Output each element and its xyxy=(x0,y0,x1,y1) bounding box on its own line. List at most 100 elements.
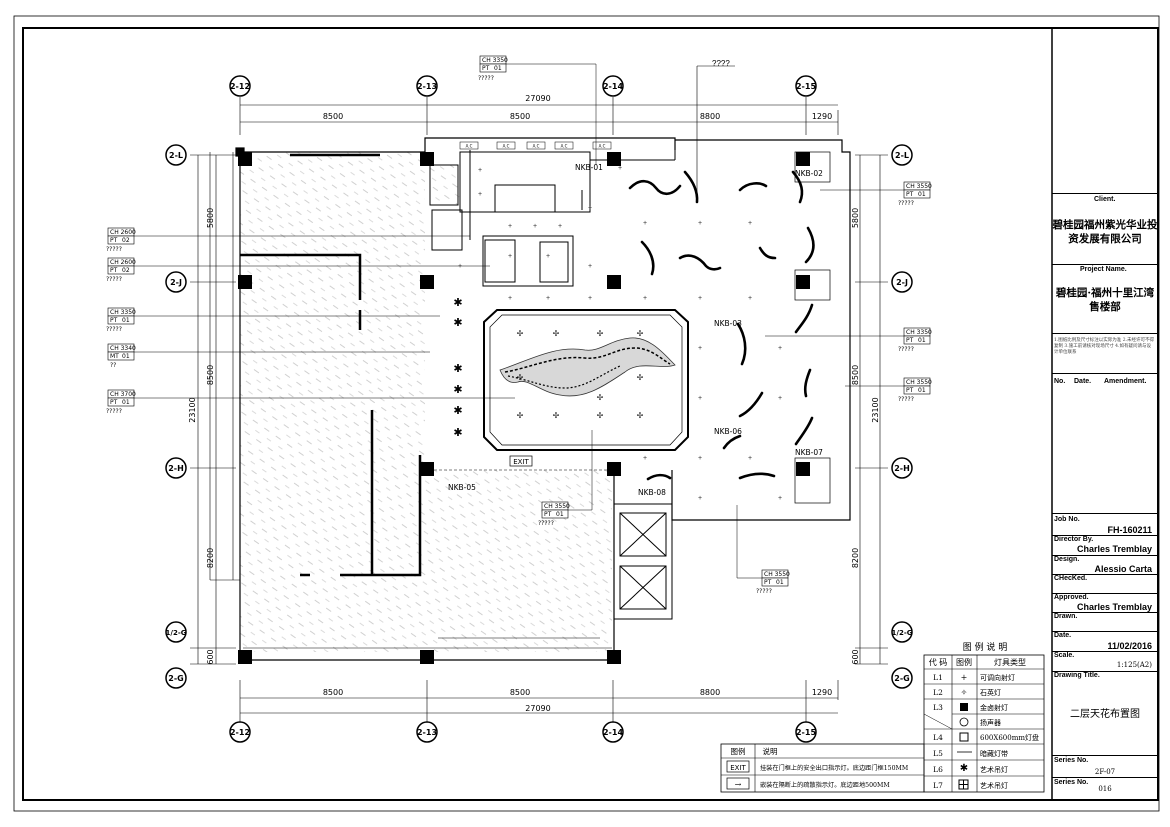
svg-text:CH 3350: CH 3350 xyxy=(110,309,136,316)
client-name: 碧桂园福州紫光华业投资发展有限公司 xyxy=(1052,219,1158,245)
fixture-nkb-03: NKB-03 xyxy=(714,319,742,328)
svg-text:+: + xyxy=(618,165,622,172)
fixture-nkb-08: NKB-08 xyxy=(638,488,666,497)
dimension-labels: 27090 8500 8500 8800 1290 8500 8500 8800… xyxy=(323,94,832,713)
svg-text:L3: L3 xyxy=(933,703,943,712)
svg-text:A.C: A.C xyxy=(533,144,540,149)
svg-text:石英灯: 石英灯 xyxy=(980,688,1001,697)
svg-text:01: 01 xyxy=(918,337,926,344)
svg-text:图例: 图例 xyxy=(956,657,972,667)
svg-text:+: + xyxy=(546,295,550,302)
series-number: 2F-07 xyxy=(1094,768,1116,776)
exit-legend: 图例 说明 EXIT 挂装在门框上的安全出口指示灯。底边距门框150MM → 嵌… xyxy=(720,743,925,793)
svg-text:代 码: 代 码 xyxy=(929,657,948,667)
svg-text:+: + xyxy=(698,345,702,352)
svg-text:CH 3350: CH 3350 xyxy=(906,329,932,336)
grid-lines-bottom xyxy=(239,680,839,722)
svg-text:✱: ✱ xyxy=(453,363,462,375)
svg-text:+: + xyxy=(698,395,702,402)
spotlights: +++ ++ ++ ++ +++ +++ +++ ++ ++ +++ ++ ++ xyxy=(458,165,782,502)
svg-text:??: ?? xyxy=(110,362,116,369)
svg-text:+: + xyxy=(508,295,512,302)
svg-text:CH 3340: CH 3340 xyxy=(110,345,136,352)
svg-text:CH 2600: CH 2600 xyxy=(110,259,136,266)
svg-text:8500: 8500 xyxy=(206,365,215,385)
quartz-lamp-icon: ✧ xyxy=(961,688,968,697)
title-block: Client. 碧桂园福州紫光华业投资发展有限公司 Project Name. … xyxy=(1052,28,1158,800)
svg-text:A.C: A.C xyxy=(503,144,510,149)
svg-text:可调向射灯: 可调向射灯 xyxy=(980,673,1015,682)
svg-text:+: + xyxy=(778,345,782,352)
svg-text:CH 2600: CH 2600 xyxy=(110,229,136,236)
svg-text:暗藏灯带: 暗藏灯带 xyxy=(980,749,1008,758)
svg-text:?????: ????? xyxy=(106,408,122,415)
fixture-nkb-01: NKB-01 xyxy=(575,163,603,172)
svg-text:2-H: 2-H xyxy=(168,464,184,473)
hatched-floor-area xyxy=(240,152,612,652)
drawing-title: 二层天花布置图 xyxy=(1070,709,1140,720)
svg-text:PT: PT xyxy=(906,191,914,198)
axis-bubbles-right: 2-L 2-J 2-H 1/2-G 2-G xyxy=(891,144,913,689)
svg-text:?????: ????? xyxy=(106,276,122,283)
svg-text:✱: ✱ xyxy=(453,427,462,439)
svg-text:PT: PT xyxy=(110,237,118,244)
drawing-title-label: Drawing Title. xyxy=(1054,672,1100,679)
svg-text:?????: ????? xyxy=(478,75,494,82)
dimension-labels-vertical: 5800 8500 8200 600 23100 5800 8500 8200 … xyxy=(188,208,880,665)
svg-text:+: + xyxy=(748,295,752,302)
svg-text:✱: ✱ xyxy=(453,297,462,309)
svg-text:+: + xyxy=(748,455,752,462)
svg-text:MT: MT xyxy=(110,353,119,360)
legend-table: 图 例 说 明 代 码 图例 灯具类型 L1 可调向射灯 L2 石英灯 L3 金… xyxy=(923,641,1045,793)
job-number: FH-160211 xyxy=(1107,525,1152,535)
svg-text:2-J: 2-J xyxy=(896,278,908,287)
series-label: Series No. xyxy=(1054,757,1089,764)
dim-bottom-total: 27090 xyxy=(525,704,550,713)
svg-text:600: 600 xyxy=(206,649,215,664)
svg-text:????: ???? xyxy=(712,59,730,68)
svg-text:EXIT: EXIT xyxy=(513,458,529,466)
svg-text:01: 01 xyxy=(556,511,564,518)
svg-text:PT: PT xyxy=(482,65,490,72)
corner-boxes xyxy=(794,151,831,504)
fixture-nkb-02: NKB-02 xyxy=(795,169,823,178)
svg-text:8800: 8800 xyxy=(700,688,720,697)
svg-text:2-L: 2-L xyxy=(895,151,909,160)
fixture-nkb-05: NKB-05 xyxy=(448,483,476,492)
svg-text:8500: 8500 xyxy=(851,365,860,385)
svg-text:PT: PT xyxy=(110,317,118,324)
svg-text:PT: PT xyxy=(764,579,772,586)
grid-lines-right xyxy=(855,154,888,665)
elevator-shafts xyxy=(613,503,673,620)
axis-bubbles-left: 2-L 2-J 2-H 1/2-G 2-G xyxy=(165,144,187,689)
sheet-number: 016 xyxy=(1098,785,1112,793)
svg-text:2-15: 2-15 xyxy=(796,728,816,737)
grid-lines-top xyxy=(239,97,839,135)
svg-text:5800: 5800 xyxy=(851,208,860,228)
svg-text:8200: 8200 xyxy=(206,548,215,568)
svg-text:+: + xyxy=(643,295,647,302)
job-label: Job No. xyxy=(1054,516,1080,523)
central-atrium xyxy=(483,309,689,451)
svg-text:✢: ✢ xyxy=(597,411,604,420)
svg-text:02: 02 xyxy=(122,267,130,274)
inner-border xyxy=(13,15,1160,812)
svg-text:图例: 图例 xyxy=(731,746,746,756)
svg-text:灯具类型: 灯具类型 xyxy=(994,657,1026,667)
fixture-nkb-07: NKB-07 xyxy=(795,448,823,457)
svg-text:8800: 8800 xyxy=(700,112,720,121)
svg-text:L2: L2 xyxy=(933,688,943,697)
svg-text:2-L: 2-L xyxy=(169,151,183,160)
svg-text:L4: L4 xyxy=(933,733,943,742)
svg-text:嵌装在隔断上的疏散指示灯。底边距地500MM: 嵌装在隔断上的疏散指示灯。底边距地500MM xyxy=(760,781,890,789)
svg-text:+: + xyxy=(588,295,592,302)
svg-text:PT: PT xyxy=(544,511,552,518)
svg-text:2-G: 2-G xyxy=(894,674,909,683)
svg-text:✢: ✢ xyxy=(637,373,644,382)
svg-text:✢: ✢ xyxy=(517,411,524,420)
svg-text:CH 3350: CH 3350 xyxy=(482,57,508,64)
